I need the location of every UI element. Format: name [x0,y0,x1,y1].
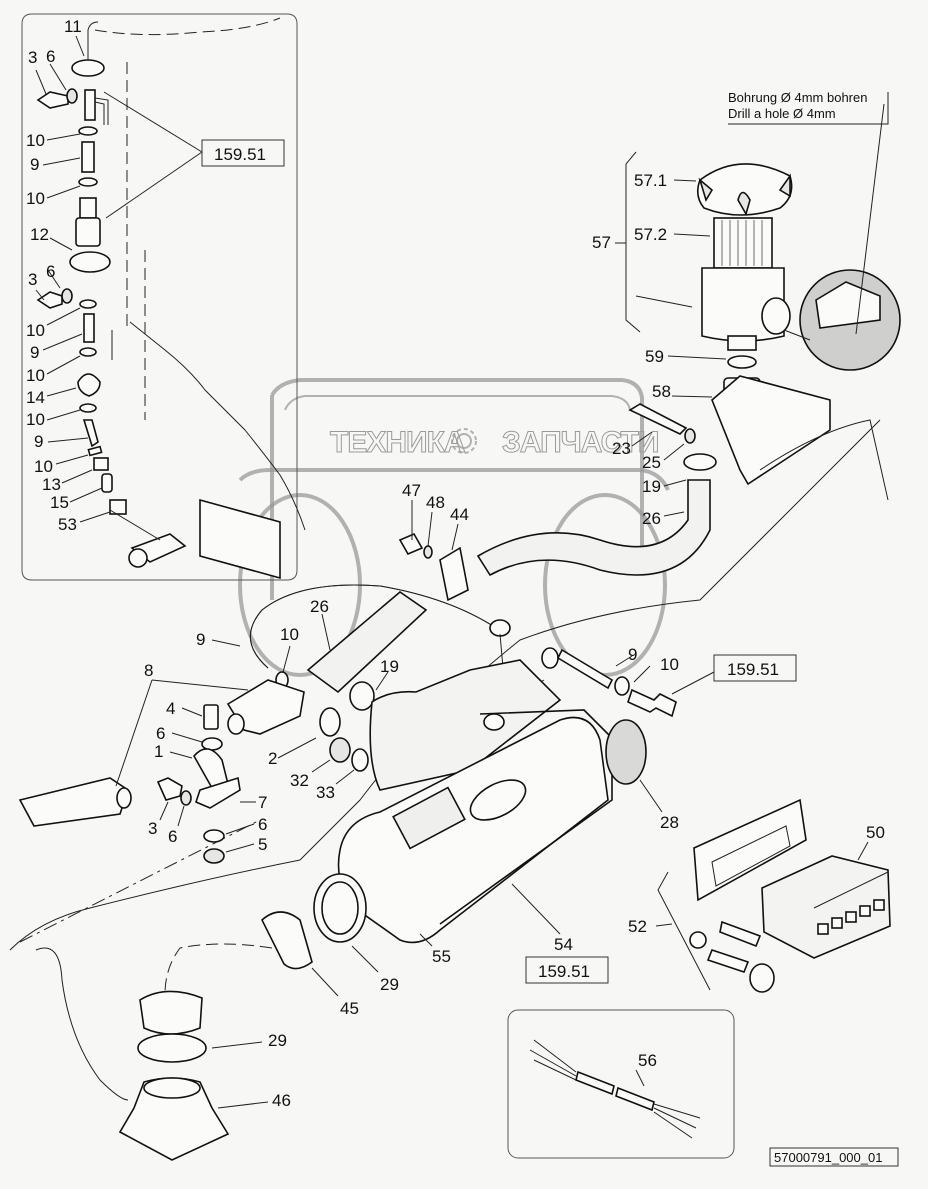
callout-1: 1 [154,742,163,761]
callout-59: 59 [645,347,664,366]
inset-callouts: 11 6 3 10 9 10 12 6 3 10 9 10 14 10 9 10… [26,17,285,534]
callout-9: 9 [30,155,39,174]
document-id-box [769,1147,899,1167]
callout-9: 9 [628,645,637,664]
callout-29: 29 [380,975,399,994]
callout-47: 47 [402,481,421,500]
exhaust-parts: 55 29 45 29 46 [35,873,451,1161]
callout-28: 28 [660,813,679,832]
document-id: 57000791_000_01 [774,1150,882,1165]
callout-57-1: 57.1 [634,171,667,190]
callout-3: 3 [28,48,37,67]
callout-9: 9 [30,343,39,362]
callout-32: 32 [290,771,309,790]
bracket-assembly: 58 23 25 19 26 [612,375,889,528]
gear-icon [451,428,477,454]
reference-box-bottom[interactable] [525,956,609,984]
callout-50: 50 [866,823,885,842]
note-en: Drill a hole Ø 4mm [728,106,836,121]
callout-58: 58 [652,382,671,401]
hoses [249,479,711,694]
callout-57: 57 [592,233,611,252]
callout-52: 52 [628,917,647,936]
callout-54: 54 [554,935,573,954]
callout-15: 15 [50,493,69,512]
callout-9: 9 [196,630,205,649]
callout-45: 45 [340,999,359,1018]
callout-4: 4 [166,699,175,718]
callout-44: 44 [450,505,469,524]
callout-25: 25 [642,453,661,472]
reference-number: 159.51 [214,145,266,164]
callout-29: 29 [268,1031,287,1050]
note-de: Bohrung Ø 4mm bohren [728,90,867,105]
callout-6: 6 [46,262,55,281]
callout-11: 11 [64,17,82,36]
callout-10: 10 [26,366,45,385]
callout-10: 10 [280,625,299,644]
callout-26: 26 [642,509,661,528]
callout-8: 8 [144,661,153,680]
callout-10: 10 [26,131,45,150]
fuel-line-inset [21,13,306,581]
callout-10: 10 [34,457,53,476]
callout-5: 5 [258,835,267,854]
exhaust-mounting: 8 4 6 1 7 3 6 6 5 2 32 33 [18,661,369,864]
callout-10: 10 [26,189,45,208]
callout-10: 10 [26,321,45,340]
air-intake-assembly: 57 57.1 57.2 59 Bohrung Ø 4mm boh [592,90,901,371]
callout-56: 56 [638,1051,657,1070]
callout-55: 55 [432,947,451,966]
callout-26: 26 [310,597,329,616]
callout-6: 6 [46,47,55,66]
callout-57-2: 57.2 [634,225,667,244]
reference-box-top-left[interactable] [201,139,285,167]
callout-14: 14 [26,388,45,407]
callout-6: 6 [258,815,267,834]
callout-19: 19 [642,477,661,496]
callout-9: 9 [34,432,43,451]
watermark-left-text: ТЕХНИКА [330,426,465,459]
callout-48: 48 [426,493,445,512]
callout-6: 6 [168,827,177,846]
control-unit: 50 52 [628,798,891,993]
callout-7: 7 [258,793,267,812]
callout-6: 6 [156,724,165,743]
callout-53: 53 [58,515,77,534]
callout-10: 10 [660,655,679,674]
callout-3: 3 [148,819,157,838]
callout-12: 12 [30,225,49,244]
reference-box-right[interactable] [713,654,797,682]
heater-unit: 28 54 159.51 [9,419,881,984]
callout-19: 19 [380,657,399,676]
watermark-right-text: ЗАПЧАСТИ [502,426,658,459]
callout-10: 10 [26,410,45,429]
reference-number: 159.51 [727,660,779,679]
callout-33: 33 [316,783,335,802]
callout-46: 46 [272,1091,291,1110]
callout-13: 13 [42,475,61,494]
reference-number: 159.51 [538,962,590,981]
callout-2: 2 [268,749,277,768]
callout-23: 23 [612,439,631,458]
harness-inset: 56 [507,1009,735,1159]
callout-3: 3 [28,270,37,289]
